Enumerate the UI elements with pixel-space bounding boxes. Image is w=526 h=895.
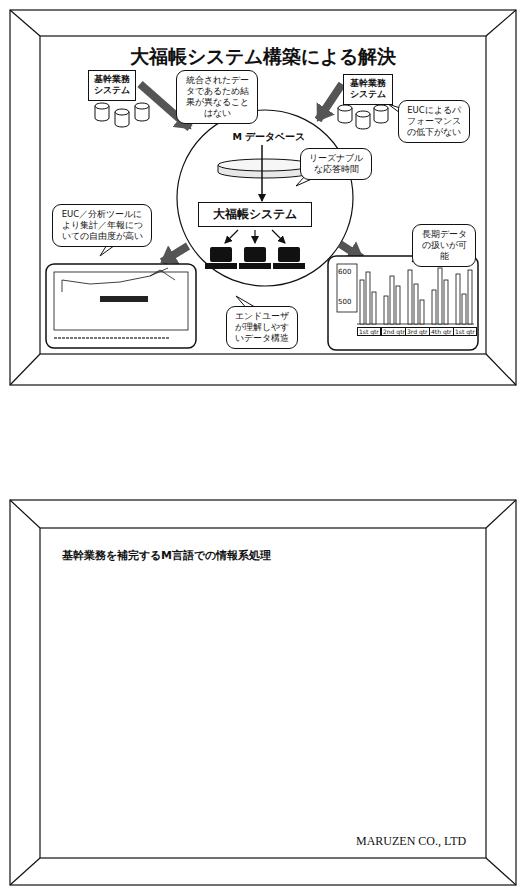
callout-bubble: リーズナブルな応答時間 [300,148,372,180]
storage-drums [338,105,388,129]
category-label: 3rd qtr [405,327,430,336]
node-text: 長期データの扱いが可能 [418,229,470,262]
system-box: 大福帳システム [198,202,312,227]
node-text: 基幹業務 システム [348,78,388,101]
node-text: 大福帳システム [203,207,307,222]
callout-bubble: エンドユーザが理解しやすいデータ構造 [226,306,298,349]
callout-bubble: EUCによるパフォーマンスの低下がない [398,100,470,143]
callout-bubble: 長期データの扱いが可能 [412,224,476,267]
system-circle [177,110,353,286]
database-label: M データベース [225,130,313,144]
node-text: EUC／分析ツールにより集計／年報についての自由度が高い [58,209,146,242]
storage-drums [95,103,149,127]
category-label: 4th qtr [429,327,454,336]
callout-bubble: 統合されたデータであるため結果が異なることはない [176,70,258,124]
bar-chart-panel [328,256,478,350]
terminal-icon [205,247,305,269]
node-text: EUCによるパフォーマンスの低下がない [404,105,464,138]
callout-bubble: EUC／分析ツールにより集計／年報についての自由度が高い [52,204,152,247]
node-text: 基幹業務 システム [93,74,131,97]
axis-label: 600 [338,268,351,276]
category-label: 1st qtr [357,327,381,336]
system-box: 基幹業務 システム [343,74,393,105]
node-text: エンドユーザが理解しやすいデータ構造 [232,311,292,344]
node-text: M データベース [226,131,312,143]
category-label: 1st qtr [453,327,477,336]
slide-title: 大福帳システム構築による解決 [0,44,526,70]
database-disc [218,159,312,178]
system-box: 基幹業務 システム [88,70,136,101]
connector-arrow [261,145,263,201]
category-label: 2nd qtr [381,327,407,336]
node-text: リーズナブルな応答時間 [306,153,366,175]
screenshot-panel [46,264,196,348]
slide-frame [10,500,516,885]
axis-label: 500 [338,298,351,306]
output-arrow [225,230,285,243]
slide-heading: 基幹業務を補完するM言語での情報系処理 [62,548,271,563]
node-text: 統合されたデータであるため結果が異なることはない [182,75,252,119]
company-name: MARUZEN CO., LTD [356,834,466,849]
